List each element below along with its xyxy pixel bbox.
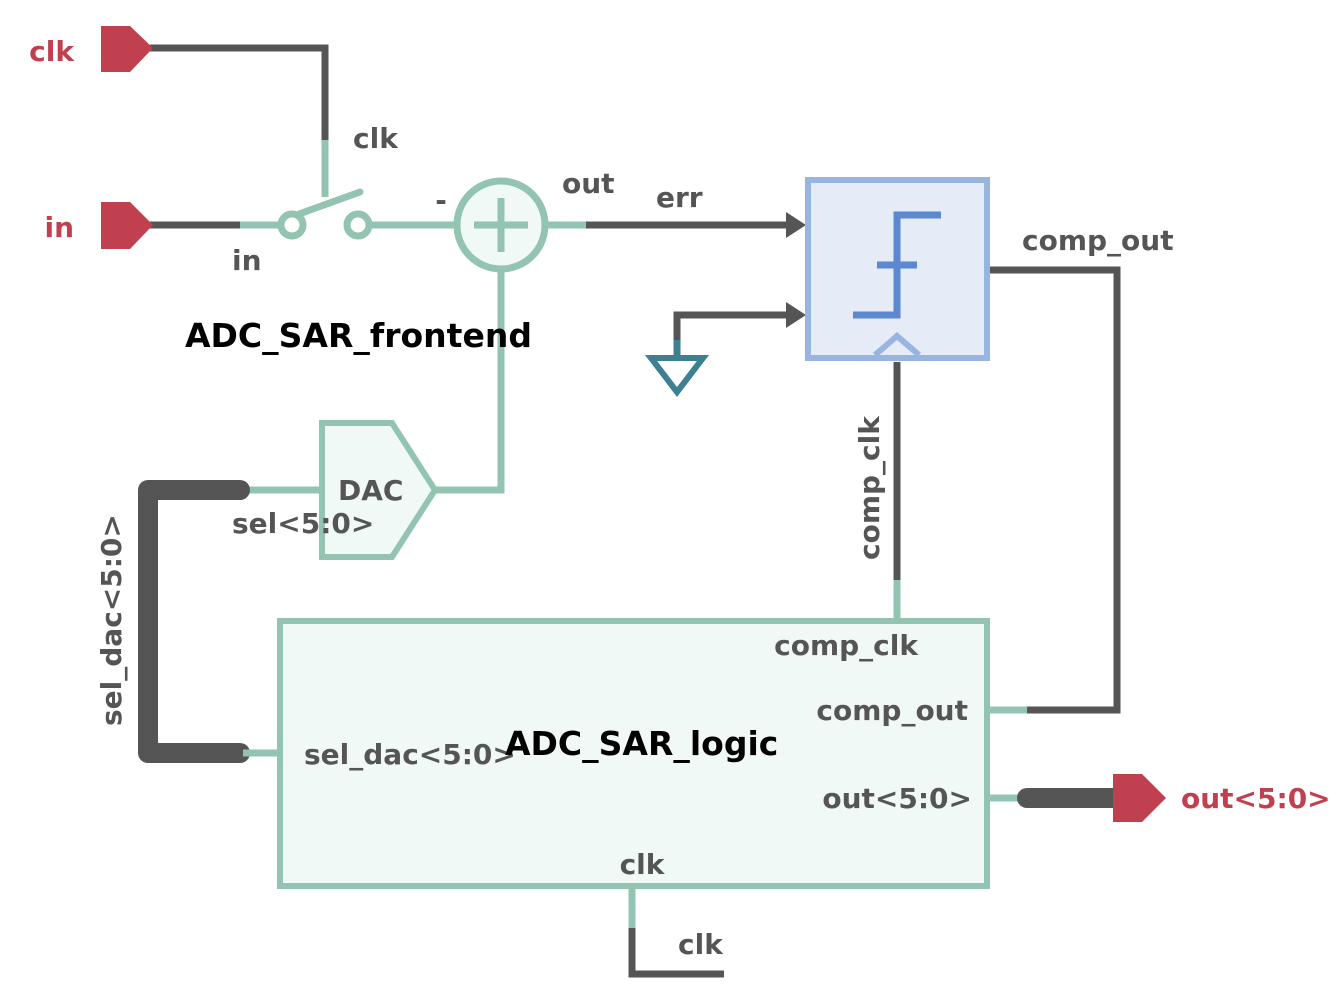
port-in-label: in [44, 211, 74, 244]
logic-pin-out: out<5:0> [822, 782, 972, 815]
logic-pin-sel-dac: sel_dac<5:0> [304, 738, 516, 771]
net-clk-logic-label: clk [678, 928, 724, 961]
net-err-label: err [656, 181, 703, 214]
sum-out-label: out [562, 167, 615, 200]
sum-minus-label: - [435, 184, 447, 217]
dac-label: DAC [338, 474, 403, 507]
wire-clk-logic[interactable] [628, 928, 724, 978]
port-in-icon[interactable] [101, 202, 153, 249]
port-clk-label: clk [29, 35, 75, 68]
comparator-symbol-icon [853, 211, 941, 319]
net-comp-clk-label: comp_clk [853, 415, 886, 560]
logic-title: ADC_SAR_logic [505, 724, 778, 763]
wire-dac-out[interactable] [435, 272, 505, 494]
logic-pin-comp-clk: comp_clk [774, 629, 919, 662]
ground-icon [644, 355, 710, 397]
logic-block[interactable] [277, 618, 990, 889]
wire-ground[interactable] [673, 311, 788, 358]
logic-pin-clk: clk [620, 848, 666, 881]
comparator-clock-icon [873, 332, 921, 358]
net-sel-dac-label: sel_dac<5:0> [95, 514, 128, 726]
port-out-icon[interactable] [1113, 774, 1166, 822]
wire-clk[interactable] [150, 44, 329, 140]
switch-clk-label: clk [353, 122, 399, 155]
logic-pin-comp-out: comp_out [816, 694, 968, 727]
frontend-title: ADC_SAR_frontend [185, 316, 532, 355]
bus-sel-dac[interactable] [138, 480, 250, 763]
net-comp-out-label: comp_out [1022, 224, 1174, 257]
err-arrowhead-icon [786, 212, 806, 238]
ground-arrowhead-icon [786, 302, 806, 328]
switch-icon[interactable] [277, 188, 373, 240]
port-clk-icon[interactable] [101, 26, 153, 72]
summing-junction-icon[interactable] [453, 177, 549, 273]
dac-block[interactable] [319, 420, 439, 560]
port-out-label: out<5:0> [1181, 782, 1331, 815]
wire-comp-out[interactable] [990, 266, 1121, 714]
dac-sel-label: sel<5:0> [232, 507, 374, 540]
switch-in-label: in [232, 244, 262, 277]
